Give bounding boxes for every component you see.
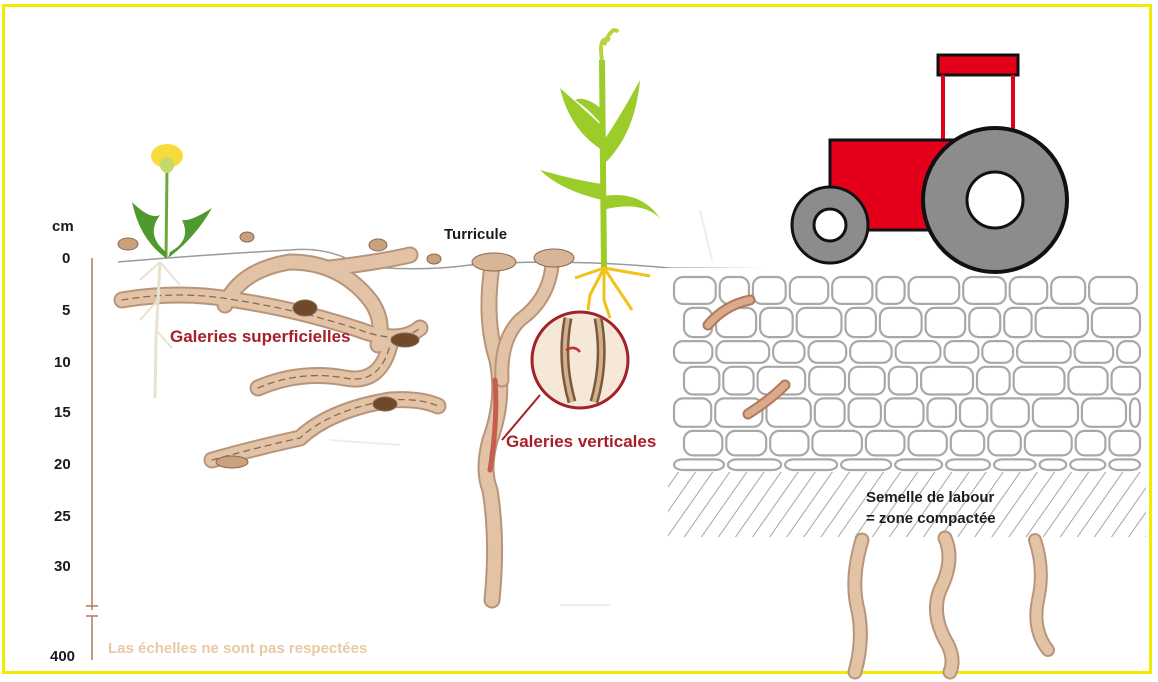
- soil-clod: [896, 341, 941, 363]
- zoom-inset-circle: [502, 312, 628, 440]
- soil-clod: [674, 459, 724, 470]
- soil-clod: [945, 341, 979, 363]
- soil-clod: [1092, 308, 1140, 337]
- soil-clod: [876, 277, 904, 304]
- soil-clod: [866, 431, 905, 456]
- soil-clod: [849, 398, 881, 426]
- soil-clod: [885, 398, 924, 426]
- soil-clod: [785, 459, 837, 470]
- soil-clod: [988, 431, 1021, 456]
- scale-tick-label: 0: [62, 250, 98, 267]
- soil-clod: [849, 367, 885, 395]
- soil-clod: [921, 367, 973, 395]
- soil-clod: [809, 341, 847, 363]
- soil-clod: [1089, 277, 1137, 304]
- soil-clod: [895, 459, 942, 470]
- scale-tick-label: 15: [54, 404, 90, 421]
- soil-clod: [960, 398, 987, 426]
- scale-tick-label: 25: [54, 508, 90, 525]
- soil-clod: [946, 459, 990, 470]
- soil-clod: [1025, 431, 1072, 456]
- soil-clod: [684, 367, 719, 395]
- soil-clod: [846, 308, 876, 337]
- label-semelle-line2: = zone compactée: [866, 510, 996, 527]
- soil-clod: [815, 398, 845, 426]
- soil-clod: [1075, 341, 1114, 363]
- dandelion-plant: [132, 144, 212, 398]
- soil-clod: [1010, 277, 1047, 304]
- scale-tick-label: 20: [54, 456, 90, 473]
- deep-burrows: [855, 538, 1048, 672]
- label-semelle-line1: Semelle de labour: [866, 489, 994, 506]
- soil-clod: [982, 341, 1013, 363]
- soil-clod: [850, 341, 891, 363]
- scale-tick-label: 5: [62, 302, 98, 319]
- soil-clod: [1109, 431, 1140, 456]
- soil-clod: [726, 431, 766, 456]
- soil-clod: [1117, 341, 1140, 363]
- soil-clod: [723, 367, 753, 395]
- soil-clod: [809, 367, 845, 395]
- label-galeries-verticales: Galeries verticales: [506, 432, 656, 452]
- soil-clod: [926, 308, 966, 337]
- soil-clod: [1014, 367, 1065, 395]
- soil-clod: [928, 398, 957, 426]
- soil-clod: [1033, 398, 1078, 426]
- soil-clod: [1068, 367, 1107, 395]
- soil-clod: [880, 308, 922, 337]
- label-galeries-superficielles: Galeries superficielles: [170, 327, 351, 347]
- soil-clod: [1070, 459, 1105, 470]
- soil-clod: [832, 277, 872, 304]
- soil-clod: [1051, 277, 1085, 304]
- soil-clod: [674, 277, 716, 304]
- soil-clod: [790, 277, 828, 304]
- soil-clod: [797, 308, 842, 337]
- scale-note: Las échelles ne sont pas respectées: [108, 640, 367, 657]
- soil-clod: [760, 308, 793, 337]
- soil-clod: [674, 398, 711, 426]
- soil-clod: [1076, 431, 1106, 456]
- scale-unit-label: cm: [52, 218, 88, 235]
- soil-clod: [770, 431, 808, 456]
- soil-clod: [841, 459, 891, 470]
- soil-clod: [991, 398, 1029, 426]
- scale-tick-label: 400: [50, 648, 86, 665]
- soil-clod: [1040, 459, 1067, 470]
- soil-clod: [1082, 398, 1126, 426]
- soil-clod: [969, 308, 1000, 337]
- soil-clod: [1004, 308, 1031, 337]
- soil-clod: [728, 459, 781, 470]
- tractor: [792, 55, 1067, 272]
- scale-tick-label: 30: [54, 558, 90, 575]
- scale-tick-label: 10: [54, 354, 90, 371]
- soil-clod: [1036, 308, 1088, 337]
- soil-clod: [1112, 367, 1140, 395]
- soil-clod: [909, 277, 960, 304]
- soil-clod: [889, 367, 917, 395]
- soil-clod: [753, 277, 786, 304]
- label-turricule: Turricule: [444, 226, 507, 243]
- soil-clod: [951, 431, 984, 456]
- soil-clod: [1130, 398, 1140, 426]
- soil-clod: [909, 431, 947, 456]
- soil-clod: [812, 431, 862, 456]
- soil-clod: [994, 459, 1036, 470]
- surface-burrows: [122, 255, 438, 460]
- soil-clod: [1017, 341, 1071, 363]
- soil-clod: [773, 341, 804, 363]
- soil-clod: [716, 341, 769, 363]
- soil-clod: [1109, 459, 1140, 470]
- soil-clod: [684, 431, 722, 456]
- soil-clod: [977, 367, 1010, 395]
- soil-clod: [674, 341, 712, 363]
- soil-clod: [963, 277, 1006, 304]
